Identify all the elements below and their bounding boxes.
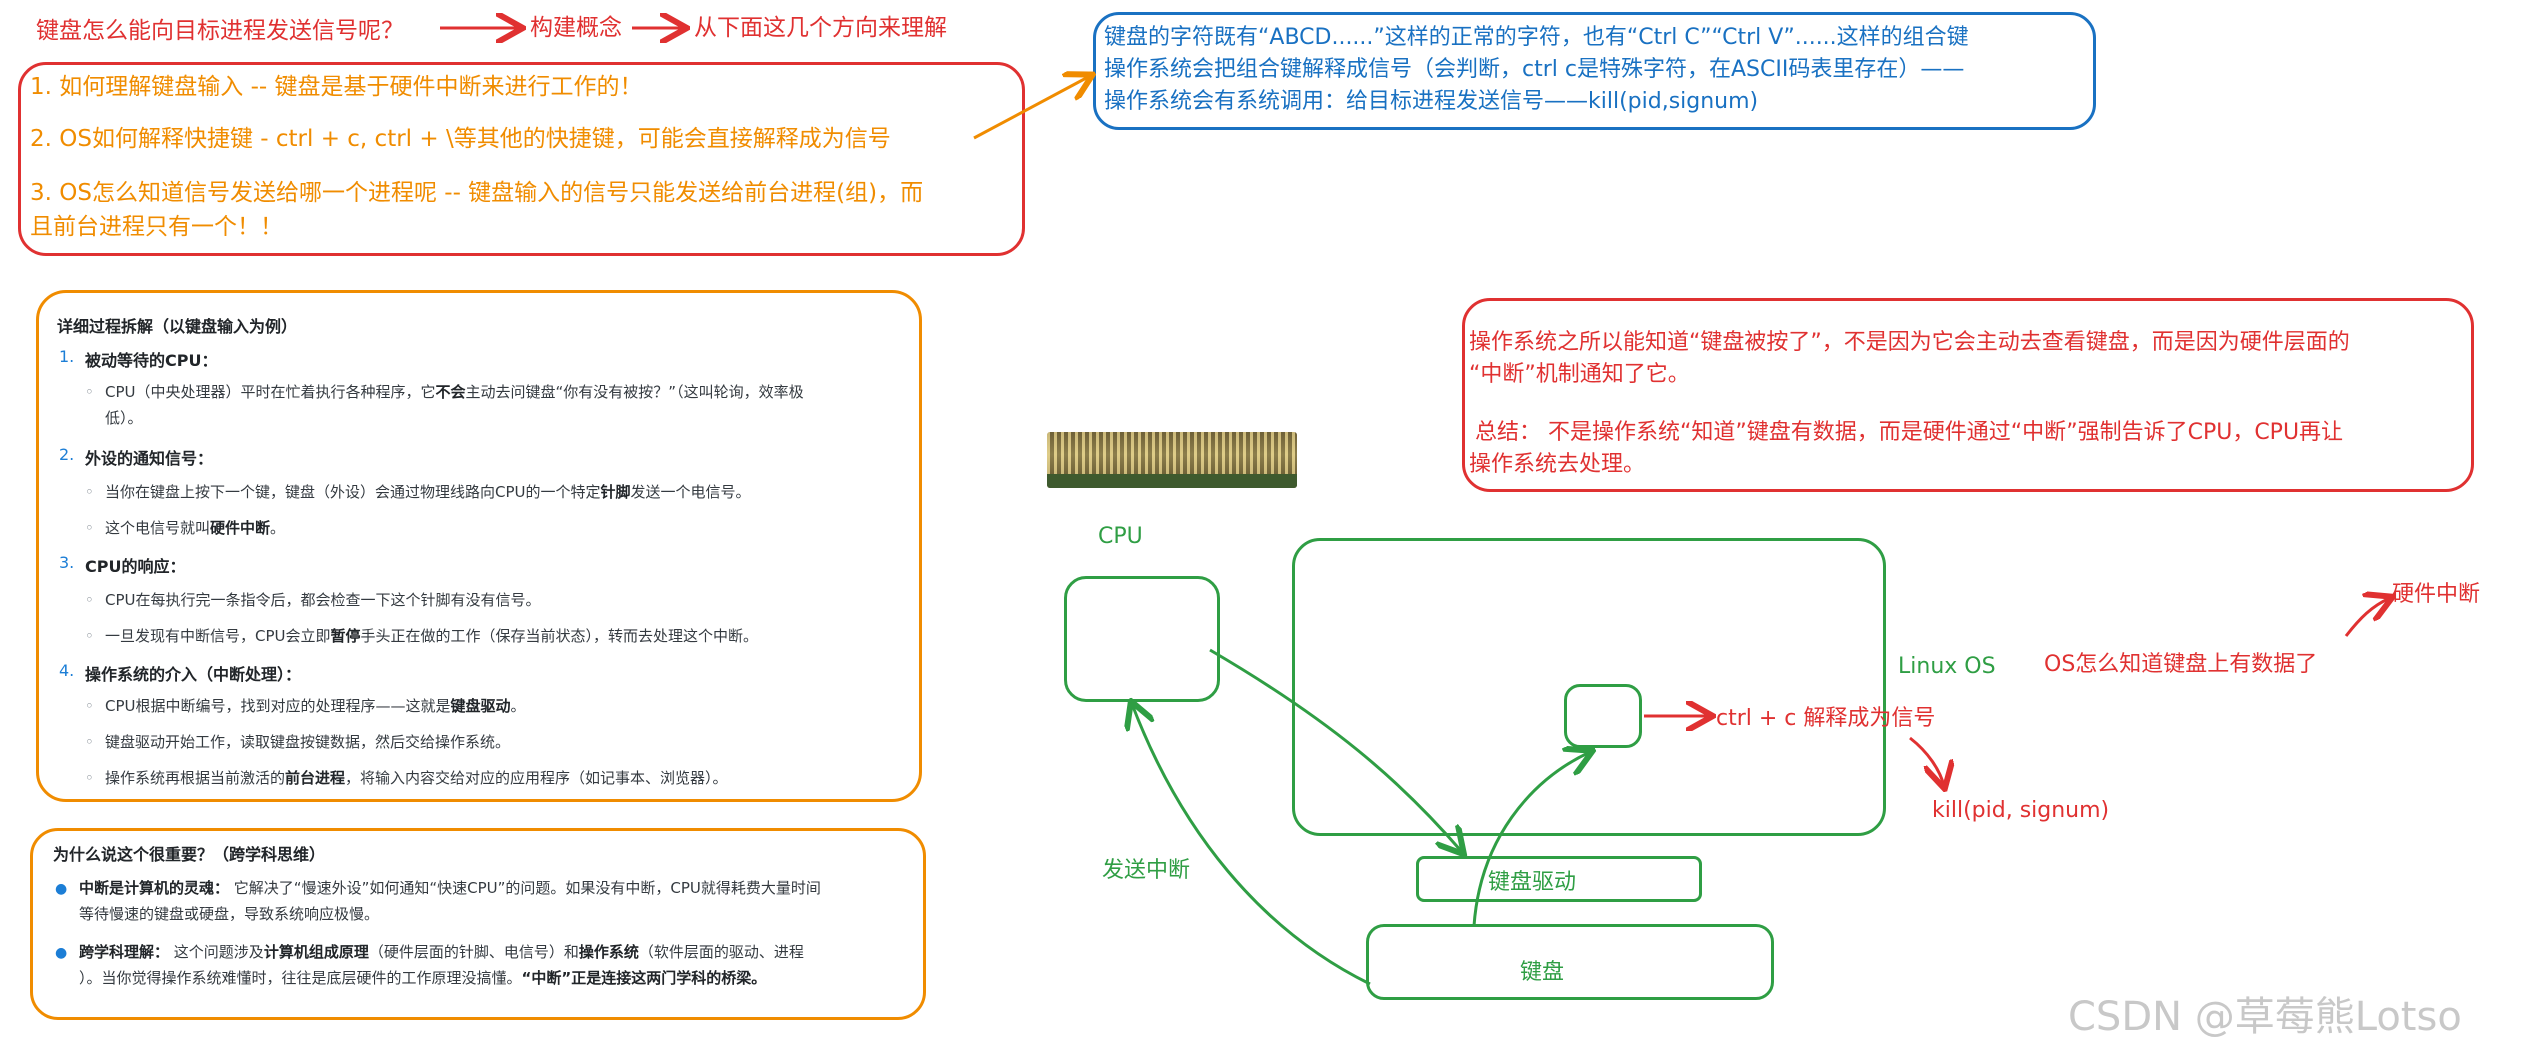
key-combo-box: 键盘的字符既有“ABCD......”这样的正常的字符，也有“Ctrl C”“C… [1093,12,2096,130]
section-2-item-2: 这个电信号就叫硬件中断。 [105,519,286,537]
keys-line-1: 键盘的字符既有“ABCD......”这样的正常的字符，也有“Ctrl C”“C… [1104,25,1969,50]
why-bullet-2: 跨学科理解： 这个问题涉及计算机组成原理（硬件层面的针脚、电信号）和操作系统（软… [79,943,804,961]
os-question-label: OS怎么知道键盘上有数据了 [2044,652,2318,677]
detail-heading: 详细过程拆解（以键盘输入为例） [57,317,298,336]
bullet-icon: ◦ [85,769,94,787]
cpu-label: CPU [1098,524,1143,549]
section-3-title: CPU的响应： [85,557,186,576]
point-2: 2. OS如何解释快捷键 - ctrl + c, ctrl + \等其他的快捷键… [30,126,891,152]
bullet-icon: ◦ [85,697,94,715]
watermark: CSDN @草莓熊Lotso [2068,994,2462,1040]
title-row: 键盘怎么能向目标进程发送信号呢？ [36,8,404,48]
section-3-item-1: CPU在每执行完一条指令后，都会检查一下这个针脚有没有信号。 [105,591,541,609]
bullet-icon: ● [55,881,68,897]
title-question: 键盘怎么能向目标进程发送信号呢？ [36,18,404,44]
summary-line-1: 操作系统之所以能知道“键盘被按了”，不是因为它会主动去查看键盘，而是因为硬件层面… [1469,330,2350,355]
point-1: 1. 如何理解键盘输入 -- 键盘是基于硬件中断来进行工作的！ [30,74,643,100]
why-important-box: 为什么说这个很重要？（跨学科思维） ● 中断是计算机的灵魂： 它解决了“慢速外设… [30,828,926,1020]
ctrlc-label: ctrl + c 解释成为信号 [1716,706,1936,731]
bullet-icon: ◦ [85,733,94,751]
section-2-title: 外设的通知信号： [85,449,214,468]
linux-os-label: Linux OS [1898,654,1996,679]
section-4-title: 操作系统的介入（中断处理）： [85,665,302,684]
why-heading: 为什么说这个很重要？（跨学科思维） [53,845,326,864]
title-step2: 从下面这几个方向来理解 [694,15,947,41]
summary-line-3: 总结： 不是操作系统“知道”键盘有数据，而是硬件通过“中断”强制告诉了CPU，C… [1475,420,2344,445]
bullet-icon: ◦ [85,519,94,537]
section-3-num: 3. [59,553,75,572]
section-4-item-2: 键盘驱动开始工作，读取键盘按键数据，然后交给操作系统。 [105,733,511,751]
cpu-chip-image [1047,432,1297,488]
signal-box [1564,684,1642,748]
section-1-num: 1. [59,347,75,366]
bullet-icon: ◦ [85,383,94,401]
section-4-item-1: CPU根据中断编号，找到对应的处理程序——这就是键盘驱动。 [105,697,526,715]
keys-line-3: 操作系统会有系统调用：给目标进程发送信号——kill(pid,signum) [1104,89,1759,114]
section-3-item-2: 一旦发现有中断信号，CPU会立即暂停手头正在做的工作（保存当前状态），转而去处理… [105,627,759,645]
section-4-item-3: 操作系统再根据当前激活的前台进程，将输入内容交给对应的应用程序（如记事本、浏览器… [105,769,728,787]
why-bullet-1: 中断是计算机的灵魂： 它解决了“慢速外设”如何通知“快速CPU”的问题。如果没有… [79,879,821,897]
bullet-icon: ● [55,945,68,961]
keyboard-box [1366,924,1774,1000]
summary-line-2: “中断”机制通知了它。 [1469,362,1690,387]
why-bullet-2-cont: ）。当你觉得操作系统难懂时，往往是底层硬件的工作原理没搞懂。“中断”正是连接这两… [79,969,767,987]
section-2-item-1: 当你在键盘上按下一个键，键盘（外设）会通过物理线路向CPU的一个特定针脚发送一个… [105,483,751,501]
keyboard-driver-label: 键盘驱动 [1488,870,1577,895]
summary-box: 操作系统之所以能知道“键盘被按了”，不是因为它会主动去查看键盘，而是因为硬件层面… [1462,298,2474,492]
question-to-hw-arrow [2344,598,2390,637]
summary-line-4: 操作系统去处理。 [1469,452,1646,477]
keys-line-2: 操作系统会把组合键解释成信号（会判断，ctrl c是特殊字符，在ASCII码表里… [1104,57,1965,82]
section-4-num: 4. [59,661,75,680]
hw-interrupt-label: 硬件中断 [2392,582,2481,607]
point-3-cont: 且前台进程只有一个！！ [30,214,283,240]
title-step1: 构建概念 [530,15,622,41]
cpu-box [1064,576,1220,702]
section-2-num: 2. [59,445,75,464]
section-1-item-1: CPU（中央处理器）平时在忙着执行各种程序，它不会主动去问键盘“你有没有被按？”… [105,383,804,401]
kill-label: kill(pid, signum) [1932,798,2110,823]
keyboard-label: 键盘 [1520,960,1565,985]
section-1-item-1-cont: 低）。 [105,409,143,427]
bullet-icon: ◦ [85,591,94,609]
why-bullet-1-cont: 等待慢速的键盘或硬盘，导致系统响应极慢。 [79,905,380,923]
send-interrupt-label: 发送中断 [1102,858,1191,883]
section-1-title: 被动等待的CPU： [85,351,218,370]
key-points-box [18,62,1025,256]
detail-process-box: 详细过程拆解（以键盘输入为例） 1. 被动等待的CPU： ◦ CPU（中央处理器… [36,290,922,802]
point-3: 3. OS怎么知道信号发送给哪一个进程呢 -- 键盘输入的信号只能发送给前台进程… [30,180,924,206]
bullet-icon: ◦ [85,627,94,645]
ctrlc-to-kill-arrow [1909,736,1944,786]
bullet-icon: ◦ [85,483,94,501]
